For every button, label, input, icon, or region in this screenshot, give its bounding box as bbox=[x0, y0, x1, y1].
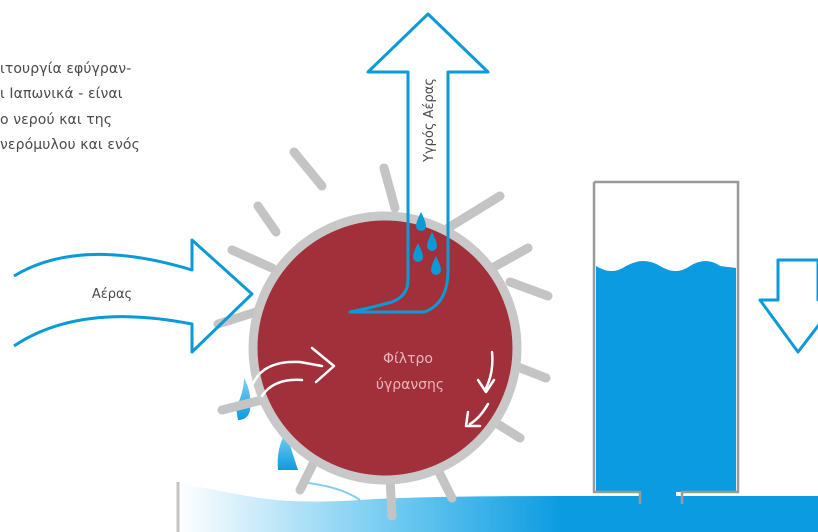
intro-line: νερόμυλου και ενός bbox=[0, 137, 140, 153]
water-drop-icon bbox=[413, 212, 441, 275]
inlet-air-label: Αέρας bbox=[92, 287, 132, 302]
intro-line: ι Ιαπωνικά - είναι bbox=[0, 86, 123, 102]
air-inflow-arrow: Αέρας bbox=[13, 238, 254, 354]
rotation-arrow-icon bbox=[250, 346, 336, 398]
intro-line: ιτουργία εφύγραν- bbox=[0, 61, 132, 77]
humidifying-filter-wheel: Φίλτρο ύγρανσης bbox=[248, 211, 522, 485]
filter-label-line1: Φίλτρο bbox=[383, 351, 433, 367]
filter-label-line2: ύγρανσης bbox=[376, 377, 444, 393]
outlet-air-label: Υγρός Αέρας bbox=[422, 78, 437, 163]
intro-line: ο νερού και της bbox=[0, 112, 113, 128]
wet-air-up-arrow: Υγρός Αέρας bbox=[348, 12, 490, 314]
rotation-arrow-icon bbox=[464, 350, 496, 428]
down-arrow-icon bbox=[758, 258, 818, 354]
water-tank bbox=[592, 180, 740, 532]
